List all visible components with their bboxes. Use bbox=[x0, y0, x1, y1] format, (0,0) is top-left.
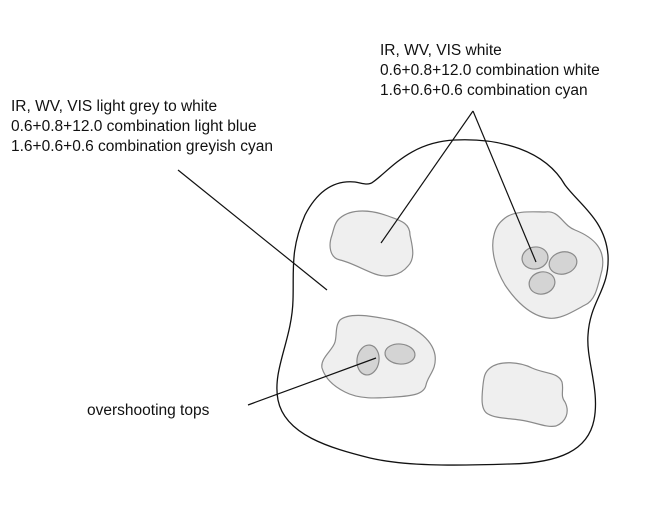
leader-line-overshooting bbox=[247, 357, 377, 406]
overshooting-top bbox=[356, 344, 380, 376]
anvil-label: IR, WV, VIS light grey to white 0.6+0.8+… bbox=[11, 97, 273, 157]
convective-core bbox=[492, 211, 604, 319]
anvil-label-line: IR, WV, VIS light grey to white bbox=[11, 98, 218, 115]
cores-label-line: 1.6+0.6+0.6 combination cyan bbox=[380, 82, 588, 99]
convective-core bbox=[329, 210, 414, 277]
anvil-outline bbox=[276, 139, 609, 466]
overshooting-top bbox=[528, 271, 556, 295]
overshooting-top bbox=[384, 343, 416, 365]
overshooting-top bbox=[548, 251, 578, 275]
overshooting-tops-label: overshooting tops bbox=[87, 402, 210, 419]
cores-label-line: 0.6+0.8+12.0 combination white bbox=[380, 62, 600, 79]
cores-label: IR, WV, VIS white 0.6+0.8+12.0 combinati… bbox=[380, 41, 600, 101]
convective-core bbox=[481, 362, 568, 427]
overshooting-top bbox=[521, 246, 549, 270]
leader-line-core-right bbox=[472, 110, 537, 263]
anvil-label-line: 0.6+0.8+12.0 combination light blue bbox=[11, 118, 257, 135]
leader-line-core-left bbox=[380, 110, 474, 244]
cores-label-line: IR, WV, VIS white bbox=[380, 42, 502, 59]
leader-line-anvil bbox=[177, 169, 328, 291]
anvil-label-line: 1.6+0.6+0.6 combination greyish cyan bbox=[11, 138, 273, 155]
